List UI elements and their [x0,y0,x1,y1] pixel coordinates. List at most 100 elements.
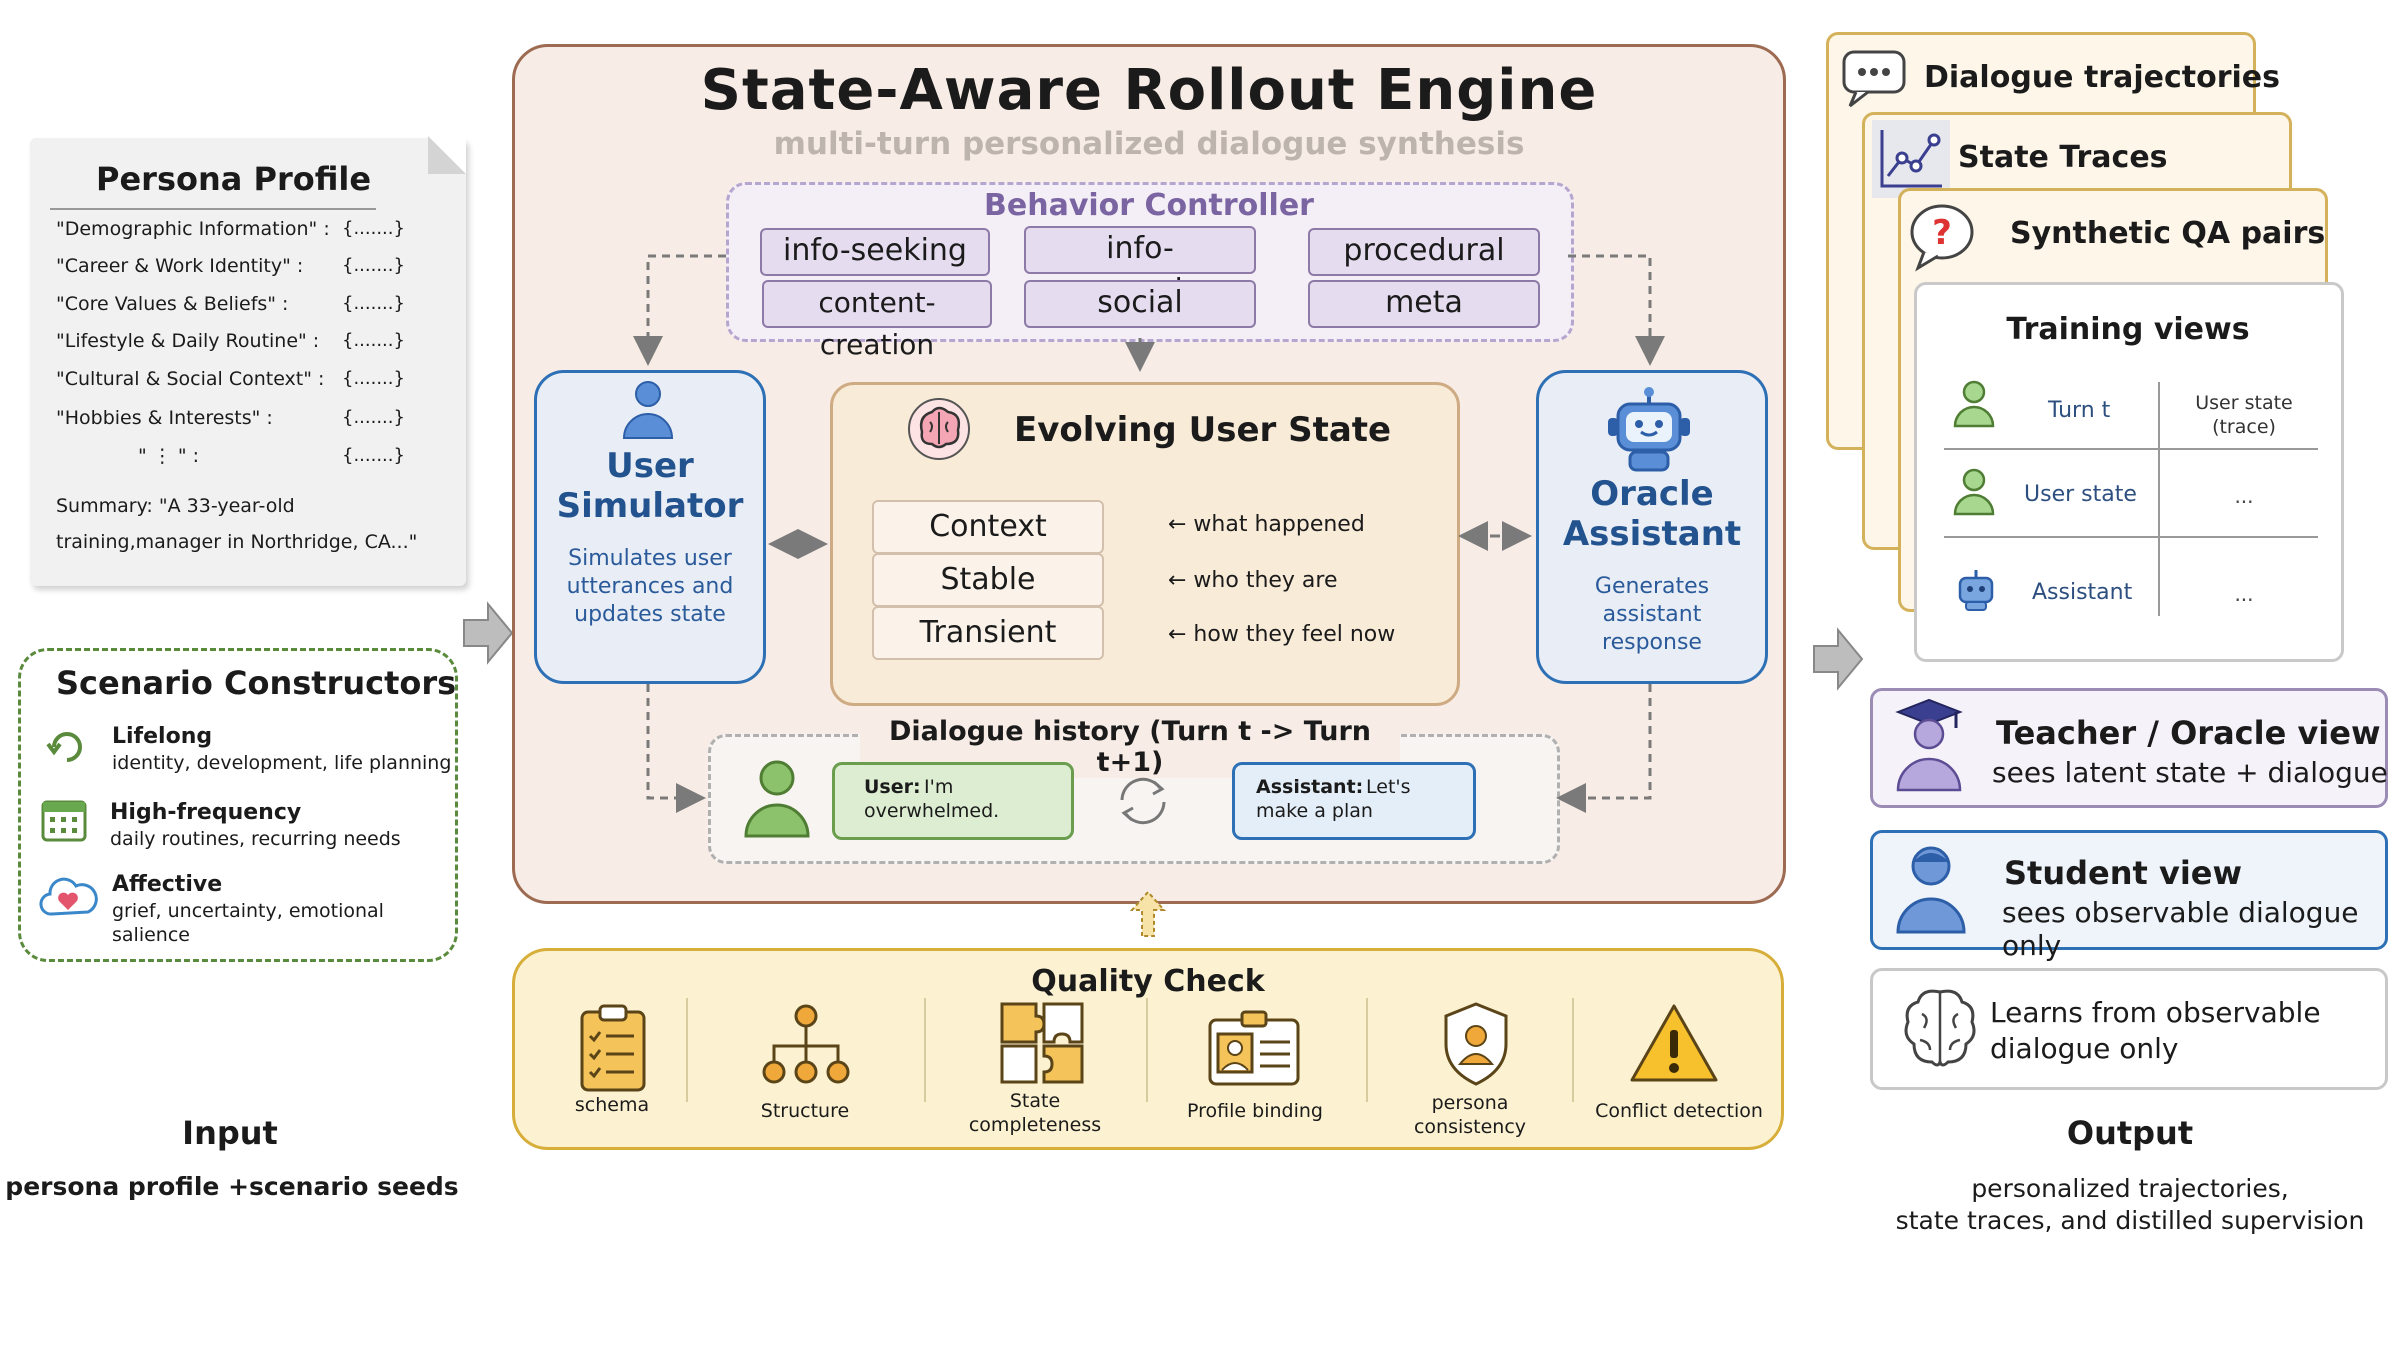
user-message-bubble [832,762,1074,840]
green-user-icon [1953,468,1995,516]
training-title: Training views [2006,312,2250,347]
user-sim-desc: updates state [574,602,726,627]
persona-summary: training,manager in Northridge, CA..." [56,531,418,553]
teacher-title: Teacher / Oracle view [1996,714,2381,752]
svg-text:?: ? [1932,213,1952,253]
user-sim-title: Simulator [556,486,744,526]
engine-title: State-Aware Rollout Engine [700,58,1598,123]
output-label: Output [2066,1114,2194,1152]
quality-item-label: persona [1431,1092,1509,1114]
behavior-title: Behavior Controller [984,188,1314,223]
training-row-value: ... [2234,582,2254,606]
user-bubble-text: I'm [924,776,954,798]
brain-icon [908,398,970,460]
behavior-chip: meta [1308,280,1540,328]
output-card-title: State Traces [1958,140,2168,175]
input-label: Input [182,1114,278,1152]
assistant-message-bubble [1232,762,1476,840]
brain-outline-icon [1904,989,1976,1067]
green-user-icon [1953,380,1995,428]
divider [1944,536,2318,538]
output-card-title: Dialogue trajectories [1924,60,2280,95]
behavior-chip: info-seeking [760,228,990,276]
divider [2158,382,2160,616]
persona-field-key: "Demographic Information" : [56,218,330,240]
refresh-cycle-icon [1120,777,1166,825]
output-card-title: Synthetic QA pairs [2010,216,2326,251]
scenario-desc: daily routines, recurring needs [110,828,401,850]
persona-field-key: "Hobbies & Interests" : [56,407,273,429]
quality-item-label: completeness [968,1114,1102,1136]
divider [1366,998,1368,1102]
user-sim-desc: utterances and [566,574,734,599]
state-desc: ← how they feel now [1168,622,1396,647]
scenario-desc: identity, development, life planning [112,752,452,774]
behavior-chip: info-processing [1024,226,1256,308]
learns-text: dialogue only [1990,1032,2179,1065]
quality-item-label: consistency [1413,1116,1527,1138]
persona-field-val: {.......} [342,368,405,389]
heart-cloud-icon [39,877,98,916]
state-context: Context [872,500,1104,554]
divider [1572,998,1574,1102]
user-simulator-box [534,370,766,684]
training-row-value: ... [2234,484,2254,508]
flow-arrow-icon [1813,627,1864,691]
upward-arrow-icon [1129,890,1167,937]
line-chart-icon [1872,120,1950,198]
scenario-name: High-frequency [110,800,302,825]
behavior-chip: content-creation [762,280,992,361]
evolving-title: Evolving User State [1014,410,1392,450]
scenario-desc: salience [112,924,190,946]
question-bubble-icon: ? [1910,204,1974,272]
flow-arrow-icon [463,601,514,665]
learns-text: Learns from observable [1990,996,2321,1029]
assistant-bubble-text: make a plan [1256,800,1373,822]
quality-item-label: schema [574,1094,650,1116]
robot-icon [1608,387,1690,472]
puzzle-icon [1000,1002,1084,1084]
training-col-header: User state [2195,392,2293,414]
persona-title: Persona Profile [96,160,372,198]
training-row-label: Assistant [2032,580,2133,605]
hierarchy-icon [762,1004,850,1084]
scenario-name: Affective [112,872,223,897]
id-card-icon [1208,1010,1300,1086]
student-user-icon [1896,846,1966,934]
oracle-desc: Generates [1594,574,1710,599]
engine-subtitle: multi-turn personalized dialogue synthes… [773,126,1525,162]
warning-icon [1630,1004,1718,1082]
divider [50,208,376,210]
quality-item-label: Conflict detection [1595,1100,1763,1122]
persona-field-key: " ⋮ " : [138,445,199,467]
page-fold-icon [428,136,466,174]
clipboard-checklist-icon [580,1004,646,1092]
behavior-chip: social [1024,280,1256,328]
chat-bubble-icon [1842,50,1906,108]
oracle-title: Assistant [1562,514,1742,554]
user-avatar-icon [744,760,810,838]
assistant-bubble-label: Assistant: [1256,776,1364,798]
quality-item-label: State [1009,1090,1061,1112]
quality-item-label: Profile binding [1187,1100,1323,1122]
shield-person-icon [1444,1002,1508,1086]
persona-field-val: {.......} [342,293,405,314]
user-icon [622,381,674,439]
cycle-icon [46,732,82,762]
persona-field-val: {.......} [342,445,405,466]
divider [1146,998,1148,1102]
user-bubble-label: User: [864,776,921,798]
state-desc: ← who they are [1168,568,1338,593]
oracle-desc: assistant [1602,602,1702,627]
divider [924,998,926,1102]
assistant-bubble-text: Let's [1366,776,1411,798]
persona-field-val: {.......} [342,330,405,351]
state-desc: ← what happened [1168,512,1365,537]
calendar-icon [41,800,87,842]
persona-field-key: "Lifestyle & Daily Routine" : [56,330,320,352]
persona-field-key: "Career & Work Identity" : [56,255,304,277]
state-stable: Stable [872,553,1104,607]
scenario-title: Scenario Constructors [56,664,457,702]
graduation-user-icon [1895,698,1963,792]
persona-field-key: "Core Values & Beliefs" : [56,293,289,315]
